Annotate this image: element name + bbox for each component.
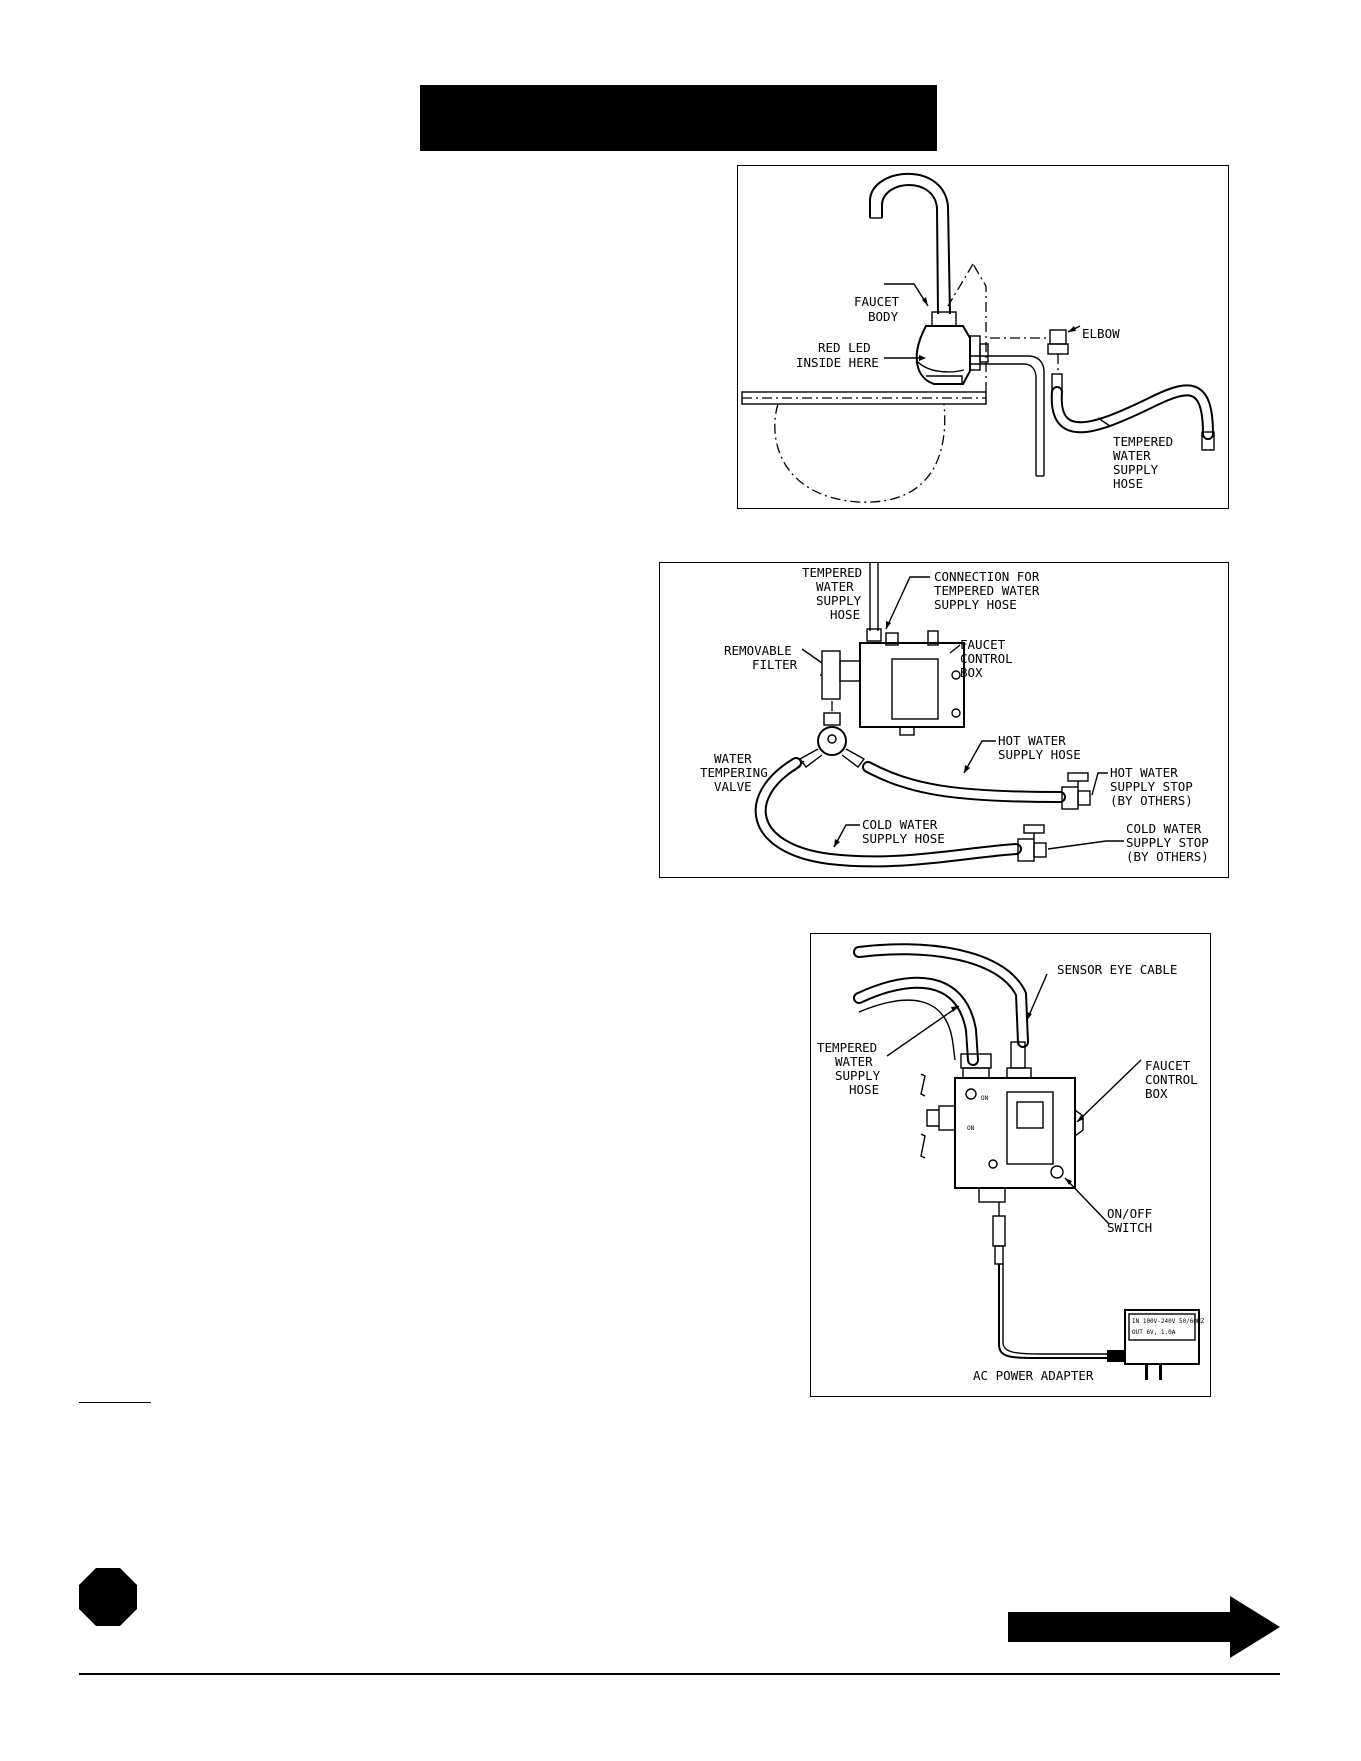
faucet-body	[915, 325, 971, 385]
svg-text:ON: ON	[967, 1125, 975, 1132]
faucet-control-box	[859, 642, 965, 728]
faucet-spout	[869, 172, 951, 315]
removable-filter	[821, 650, 841, 700]
next-page-arrow-icon	[1008, 1596, 1280, 1658]
section-title-bar	[420, 85, 937, 151]
on-off-switch[interactable]	[1050, 1165, 1064, 1179]
sink-basin	[774, 403, 946, 503]
power-plug	[992, 1215, 1006, 1247]
faucet-control-box	[954, 1077, 1076, 1189]
elbow-fitting	[1049, 329, 1067, 345]
sensor-eye-cable	[853, 943, 1029, 1048]
cord-strain-relief	[1107, 1350, 1125, 1362]
stop-sign-icon	[79, 1568, 137, 1626]
svg-text:ON: ON	[981, 1095, 989, 1102]
elbow-label: ELBOW	[1082, 326, 1120, 341]
footer-rule	[79, 1673, 1280, 1675]
note-underline	[79, 1402, 151, 1403]
sensor-cable-label: SENSOR EYE CABLE	[1057, 962, 1177, 977]
adapter-label: AC POWER ADAPTER	[973, 1368, 1094, 1383]
tempering-valve	[817, 726, 847, 756]
power-cord	[998, 1264, 1107, 1359]
